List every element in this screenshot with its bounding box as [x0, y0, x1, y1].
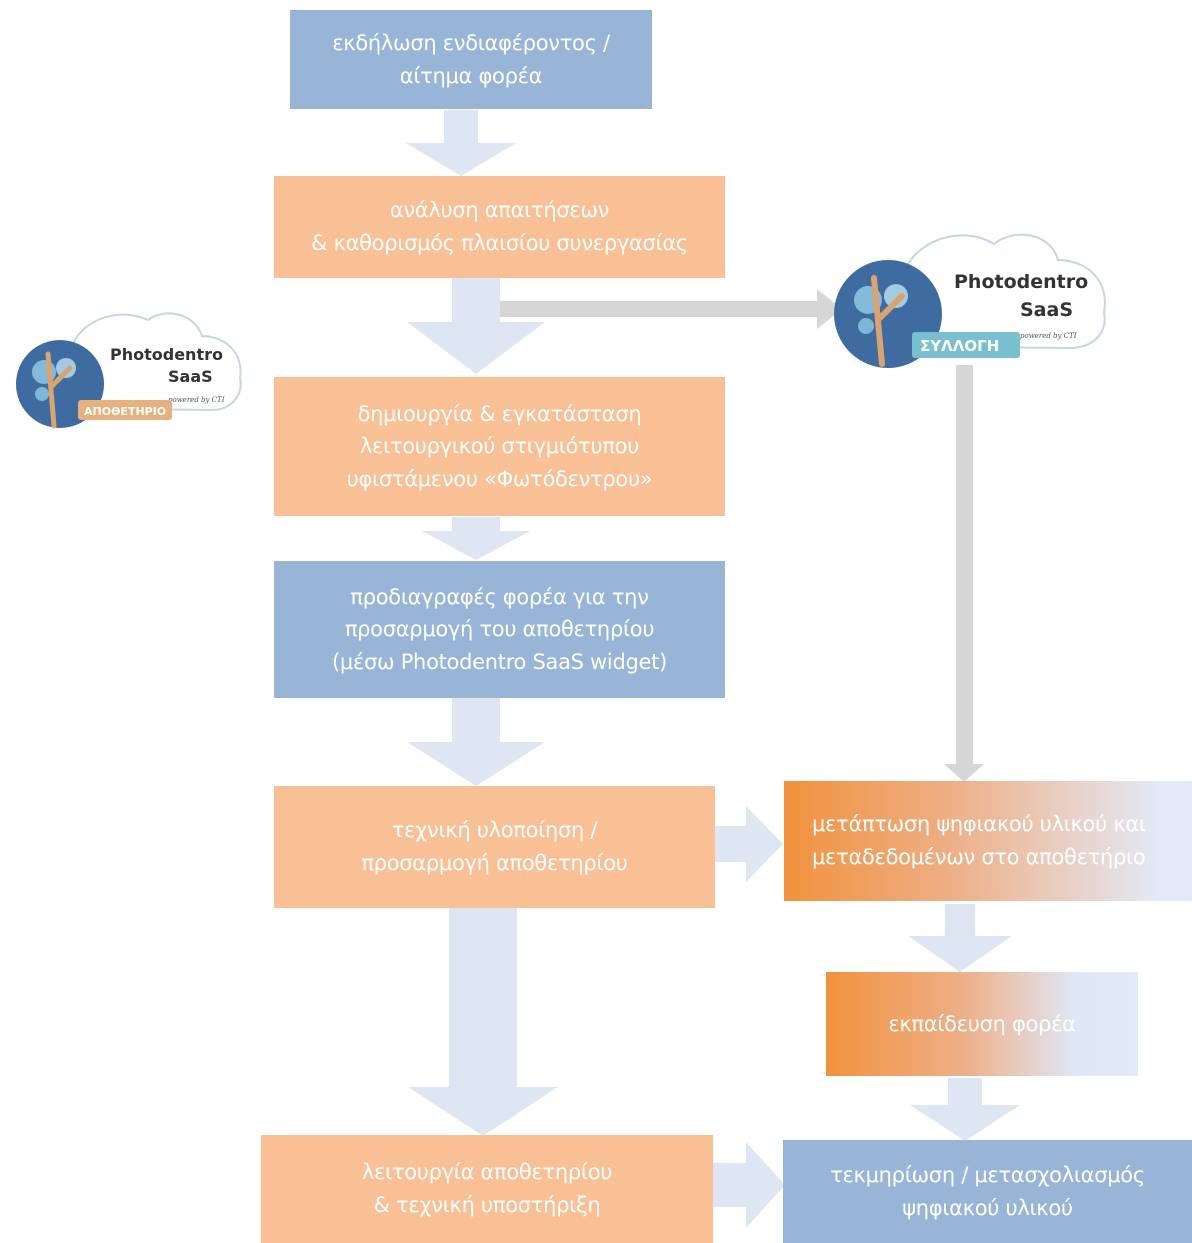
box-analysis-label: ανάλυση απαιτήσεων & καθορισμός πλαισίου…	[311, 198, 688, 255]
arrow-implementation-to-migration	[714, 806, 783, 882]
box-operation: λειτουργία αποθετηρίου & τεχνική υποστήρ…	[261, 1135, 713, 1243]
logo-title-line1: Photodentro	[110, 345, 223, 364]
arrow-analysis-to-collection	[500, 289, 842, 329]
box-instance: δημιουργία & εγκατάσταση λειτουργικού στ…	[274, 377, 725, 516]
logo-bubble-icon-2	[56, 358, 76, 378]
logo-title-line1: Photodentro	[954, 271, 1088, 293]
box-implementation-label: τεχνική υλοποίηση / προσαρμογή αποθετηρί…	[361, 818, 628, 875]
logo-title-line2: SaaS	[1020, 299, 1073, 321]
box-interest-label: εκδήλωση ενδιαφέροντος / αίτημα φορέα	[332, 30, 610, 88]
logo-bubble-icon-2	[884, 284, 908, 308]
box-migration: μετάπτωση ψηφιακού υλικού και μεταδεδομέ…	[784, 781, 1192, 901]
logo-bubble-icon-3	[35, 387, 49, 401]
arrow-implementation-to-operation	[408, 908, 558, 1136]
logo-tag-text: ΣΥΛΛΟΓΗ	[920, 337, 999, 355]
box-migration-label: μετάπτωση ψηφιακού υλικού και μεταδεδομέ…	[812, 812, 1146, 869]
arrow-operation-to-documentation	[712, 1142, 785, 1228]
arrow-analysis-to-instance	[407, 278, 545, 374]
arrow-migration-to-training	[908, 904, 1012, 972]
box-interest: εκδήλωση ενδιαφέροντος / αίτημα φορέα	[290, 10, 652, 109]
arrow-training-to-documentation	[910, 1078, 1020, 1141]
tree-icon	[45, 351, 73, 429]
box-training: εκπαίδευση φορέα	[826, 972, 1138, 1076]
logo-bubble-icon-3	[858, 318, 874, 334]
box-documentation: τεκμηρίωση / μετασχολιασμός ψηφιακού υλι…	[783, 1140, 1192, 1243]
box-operation-label: λειτουργία αποθετηρίου & τεχνική υποστήρ…	[361, 1160, 613, 1217]
box-instance-label: δημιουργία & εγκατάσταση λειτουργικού στ…	[346, 401, 653, 491]
logo-tag-text: ΑΠΟΘΕΤΗΡΙΟ	[84, 405, 166, 418]
box-implementation: τεχνική υλοποίηση / προσαρμογή αποθετηρί…	[274, 786, 715, 908]
arrow-instance-to-specs	[422, 517, 530, 560]
logo-powered-text: powered by CTI	[1020, 332, 1077, 340]
logo-tag-bg	[78, 400, 172, 420]
box-specs-label: προδιαγραφές φορέα για την προσαρμογή το…	[332, 584, 667, 674]
photodentro-saas-collection-logo: Photodentro SaaS powered by CTI ΣΥΛΛΟΓΗ	[834, 233, 1106, 368]
logo-powered-text: powered by CTI	[168, 396, 225, 404]
box-documentation-label: τεκμηρίωση / μετασχολιασμός ψηφιακού υλι…	[830, 1162, 1145, 1220]
logo-title-line2: SaaS	[168, 367, 213, 386]
photodentro-saas-repository-logo: Photodentro SaaS powered by CTI ΑΠΟΘΕΤΗΡ…	[16, 312, 242, 429]
arrow-collection-to-migration	[944, 365, 984, 782]
box-training-label: εκπαίδευση φορέα	[888, 1011, 1076, 1036]
tree-icon	[871, 275, 905, 367]
box-specs: προδιαγραφές φορέα για την προσαρμογή το…	[274, 561, 725, 698]
box-analysis: ανάλυση απαιτήσεων & καθορισμός πλαισίου…	[274, 176, 725, 278]
logo-tag-bg	[912, 332, 1020, 358]
arrow-specs-to-implementation	[407, 698, 545, 786]
arrow-interest-to-analysis	[406, 110, 516, 176]
